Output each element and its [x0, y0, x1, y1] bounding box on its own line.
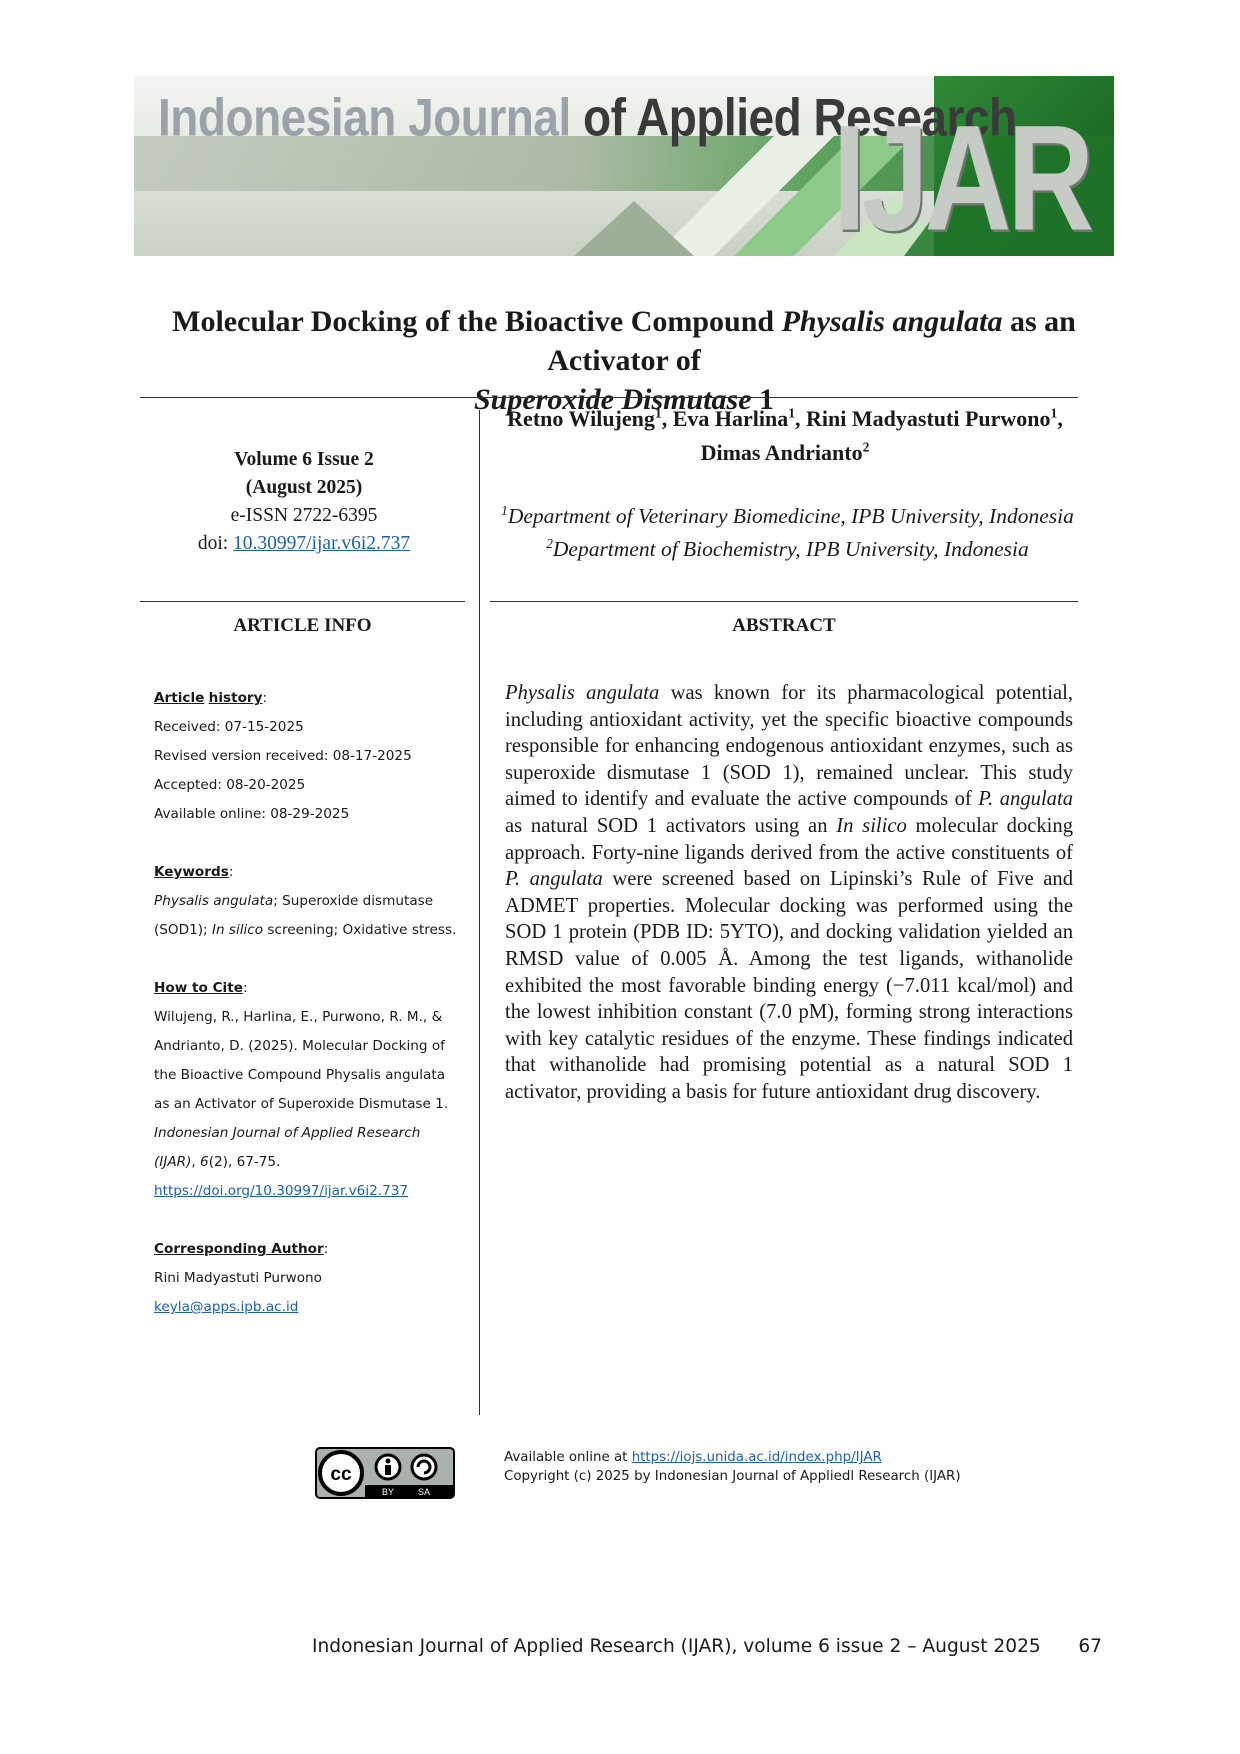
top-rule	[140, 397, 1078, 398]
page-footer: Indonesian Journal of Applied Research (…	[312, 1636, 1102, 1657]
keyword-italic: Physalis angulata	[154, 893, 274, 909]
affiliation-sup: 1	[501, 502, 508, 518]
cc-by-sa-icon[interactable]: cc BY SA	[315, 1447, 455, 1499]
keywords-colon: :	[228, 864, 234, 880]
cite-label: How to Cite	[154, 980, 243, 996]
issue-info: Volume 6 Issue 2 (August 2025) e-ISSN 27…	[144, 446, 464, 558]
copyright-text: Copyright (c) 2025 by Indonesian Journal…	[504, 1469, 961, 1484]
author-name: , Eva Harlina	[661, 406, 789, 431]
keyword-italic: In silico	[211, 922, 264, 938]
keywords-label: Keywords	[154, 864, 229, 880]
cite-label-row: How to Cite:	[154, 974, 459, 1003]
title-part-italic: Physalis angulata	[781, 305, 1003, 338]
article-info: Article history: Received: 07-15-2025 Re…	[154, 684, 459, 1322]
corresponding-author-email-link[interactable]: keyla@apps.ipb.ac.id	[154, 1299, 299, 1315]
title-part: as an Activator of	[547, 305, 1076, 377]
corresponding-author-name: Rini Madyastuti Purwono	[154, 1270, 322, 1286]
affiliation-2: 2Department of Biochemistry, IPB Univers…	[500, 533, 1075, 566]
available-label: Available online at	[504, 1450, 632, 1465]
author-sup: 2	[862, 439, 870, 455]
banner-title-part2: of Applied Research	[583, 87, 1017, 147]
corresponding-author-label: Corresponding Author	[154, 1241, 324, 1257]
keywords-label-row: Keywords:	[154, 858, 459, 887]
abstract-text: as natural SOD 1 activators using an	[505, 814, 837, 837]
keyword-text: screening; Oxidative stress.	[263, 922, 457, 938]
corr-colon: :	[323, 1241, 329, 1257]
author-sup: 1	[1050, 405, 1058, 421]
license-info: Available online at https://iojs.unida.a…	[504, 1448, 961, 1486]
journal-url-link[interactable]: https://iojs.unida.ac.id/index.php/IJAR	[631, 1450, 882, 1465]
affiliation-text: Department of Veterinary Biomedicine, IP…	[507, 504, 1074, 528]
cite-colon: :	[242, 980, 248, 996]
citation-sep: ,	[191, 1154, 201, 1170]
article-info-heading: ARTICLE INFO	[233, 615, 372, 636]
article-title: Molecular Docking of the Bioactive Compo…	[134, 302, 1114, 419]
journal-logo: IJAR	[832, 94, 1094, 257]
abstract-text: were screened based on Lipinski’s Rule o…	[505, 868, 1073, 1103]
citation-volume: 6	[200, 1154, 209, 1170]
history-label-2: history	[208, 690, 263, 706]
abstract-text: molecular docking approach. Forty-nine l…	[505, 814, 1073, 864]
affiliation-1: 1Department of Veterinary Biomedicine, I…	[500, 500, 1075, 533]
keyword-text: ; Superoxide dismutase (SOD1);	[154, 893, 434, 938]
author-sup: 1	[654, 405, 662, 421]
author-name: Retno Wilujeng	[507, 406, 655, 431]
title-part: Molecular Docking of the Bioactive Compo…	[172, 305, 782, 338]
column-divider	[479, 410, 480, 1415]
citation-text: Wilujeng, R., Harlina, E., Purwono, R. M…	[154, 1009, 449, 1112]
received-date: Received: 07-15-2025	[154, 719, 304, 735]
author-sup: 1	[788, 405, 796, 421]
abstract-text: was known for its pharmacological potent…	[505, 682, 1073, 811]
abstract-italic: P. angulata	[505, 868, 603, 891]
citation-journal: Indonesian Journal of Applied Research (…	[154, 1125, 421, 1170]
keywords-list: Physalis angulata; Superoxide dismutase …	[154, 887, 459, 945]
title-part: 1	[751, 383, 775, 416]
abstract-body: Physalis angulata was known for its phar…	[505, 680, 1073, 1106]
citation-pages: (2), 67-75.	[208, 1154, 281, 1170]
abstract-italic: In silico	[836, 814, 907, 837]
author-list: Retno Wilujeng1, Eva Harlina1, Rini Mady…	[500, 402, 1070, 470]
history-label: Article history:	[154, 684, 459, 713]
author-name: , Rini Madyastuti Purwono	[795, 406, 1051, 431]
citation: Wilujeng, R., Harlina, E., Purwono, R. M…	[154, 1003, 459, 1206]
available-online: Available online at https://iojs.unida.a…	[504, 1448, 961, 1467]
page-number: 67	[1078, 1636, 1102, 1657]
issue-eissn: e-ISSN 2722-6395	[230, 505, 378, 526]
doi-link[interactable]: 10.30997/ijar.v6i2.737	[233, 533, 411, 554]
issue-date: (August 2025)	[245, 477, 363, 498]
affiliation-text: Department of Biochemistry, IPB Universi…	[552, 537, 1029, 561]
revised-date: Revised version received: 08-17-2025	[154, 748, 412, 764]
banner-title: Indonesian Journal of Applied Research	[158, 86, 1017, 148]
abstract-italic: Physalis angulata	[505, 682, 660, 704]
footer-journal-text: Indonesian Journal of Applied Research (…	[312, 1636, 1041, 1657]
svg-text:cc: cc	[330, 1464, 352, 1485]
right-section-rule	[490, 601, 1078, 602]
history-colon: :	[262, 690, 268, 706]
title-part-italic: Superoxide Dismutase	[473, 383, 752, 416]
banner-title-part1: Indonesian Journal	[158, 87, 584, 147]
online-date: Available online: 08-29-2025	[154, 806, 350, 822]
abstract-italic: P. angulata	[978, 788, 1073, 811]
journal-banner: Indonesian Journal of Applied Research I…	[134, 76, 1114, 256]
issue-volume: Volume 6 Issue 2	[234, 449, 374, 470]
history-label-1: Article	[154, 690, 205, 706]
doi-label: doi:	[197, 533, 234, 554]
author-name: , Dimas Andrianto	[700, 406, 1063, 465]
accepted-date: Accepted: 08-20-2025	[154, 777, 306, 793]
affiliation-sup: 2	[546, 535, 553, 551]
corr-label-row: Corresponding Author:	[154, 1235, 459, 1264]
citation-doi-link[interactable]: https://doi.org/10.30997/ijar.v6i2.737	[154, 1183, 409, 1199]
left-section-rule	[140, 601, 465, 602]
affiliations: 1Department of Veterinary Biomedicine, I…	[500, 500, 1075, 566]
cc-by-label: BY	[382, 1487, 394, 1497]
abstract-heading: ABSTRACT	[732, 615, 836, 636]
banner-graphic	[134, 76, 1114, 256]
cc-sa-label: SA	[418, 1487, 430, 1497]
issue-doi: doi: 10.30997/ijar.v6i2.737	[144, 530, 464, 558]
